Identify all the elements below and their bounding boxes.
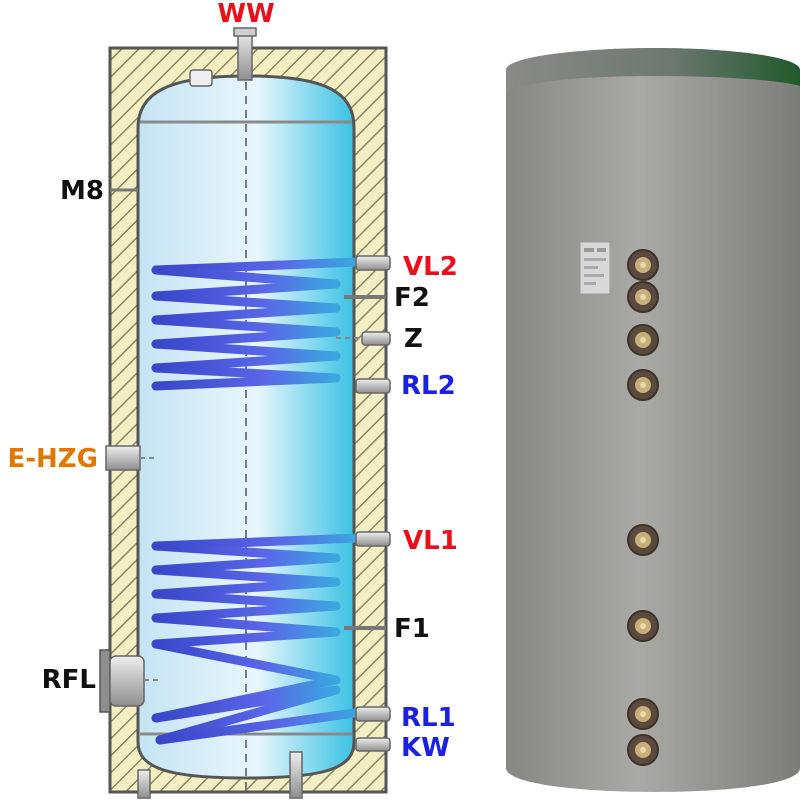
kw-port [355,737,391,752]
jacket-body [506,48,800,792]
storage-tank-exterior-icon [506,48,800,792]
z-port [361,331,391,346]
jacket-top-band [506,48,800,92]
e-hzg-port [105,445,141,471]
label-e-hzg: E-HZG [7,444,98,474]
storage-tank-cutaway-icon [99,27,391,799]
label-m8: M8 [60,176,104,206]
exterior-port [627,610,659,642]
label-z: Z [404,324,423,354]
left-leg [137,769,151,799]
nameplate [579,241,611,295]
anode-fitting [189,69,213,87]
exterior-port [627,369,659,401]
label-rl2: RL2 [401,371,456,401]
rl2-port [355,378,391,394]
right-leg [289,751,303,799]
exterior-port [627,324,659,356]
exterior-port [627,249,659,281]
label-rfl: RFL [42,665,96,695]
rl1-port [355,706,391,722]
vl2-port [355,255,391,271]
upper-heat-exchanger-coil [151,257,367,391]
vl1-port [355,531,391,547]
label-f1: F1 [394,614,430,644]
ww-pipe [237,29,253,81]
label-f2: F2 [394,283,430,313]
exterior-port [627,734,659,766]
rfl-cover [109,655,145,707]
exterior-ports [627,249,659,766]
exterior-port [627,281,659,313]
exterior-port [627,698,659,730]
label-ww: WW [217,0,274,29]
exterior-port [627,524,659,556]
label-vl2: VL2 [403,252,458,282]
lower-heat-exchanger-coil [151,533,367,745]
ww-pipe-cap [233,27,257,37]
rfl-flange [99,649,111,713]
label-vl1: VL1 [403,526,458,556]
label-rl1: RL1 [401,703,456,733]
label-kw: KW [401,733,450,763]
